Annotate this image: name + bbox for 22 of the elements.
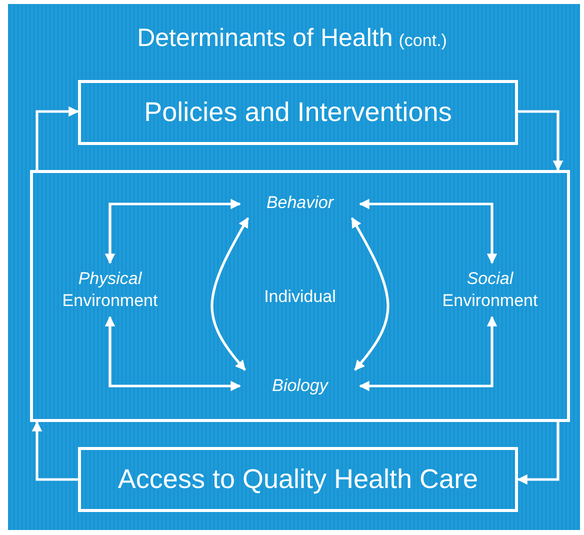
double-arrow	[358, 316, 498, 392]
double-arrow	[358, 198, 498, 264]
policy-box	[78, 80, 518, 145]
factor-label: Physical Environment	[45, 263, 175, 317]
center-label: Individual	[245, 283, 355, 311]
arrow	[518, 110, 564, 172]
double-arrow	[104, 198, 242, 264]
factor-label: Social Environment	[425, 263, 555, 317]
box-label: Policies and Interventions	[144, 97, 452, 128]
arrow	[36, 106, 80, 170]
access-box	[78, 447, 518, 512]
factor-label: Behavior	[240, 190, 360, 216]
arrow	[516, 422, 560, 485]
box-frame	[30, 170, 570, 422]
double-arrow	[350, 217, 390, 371]
note-label: (cont.)	[398, 31, 447, 51]
factor-label: Biology	[240, 372, 360, 400]
double-arrow	[210, 217, 250, 371]
diagram-title: Determinants of Health	[137, 24, 393, 53]
box-label: Access to Quality Health Care	[118, 464, 478, 495]
arrow	[32, 420, 78, 481]
double-arrow	[104, 316, 242, 392]
